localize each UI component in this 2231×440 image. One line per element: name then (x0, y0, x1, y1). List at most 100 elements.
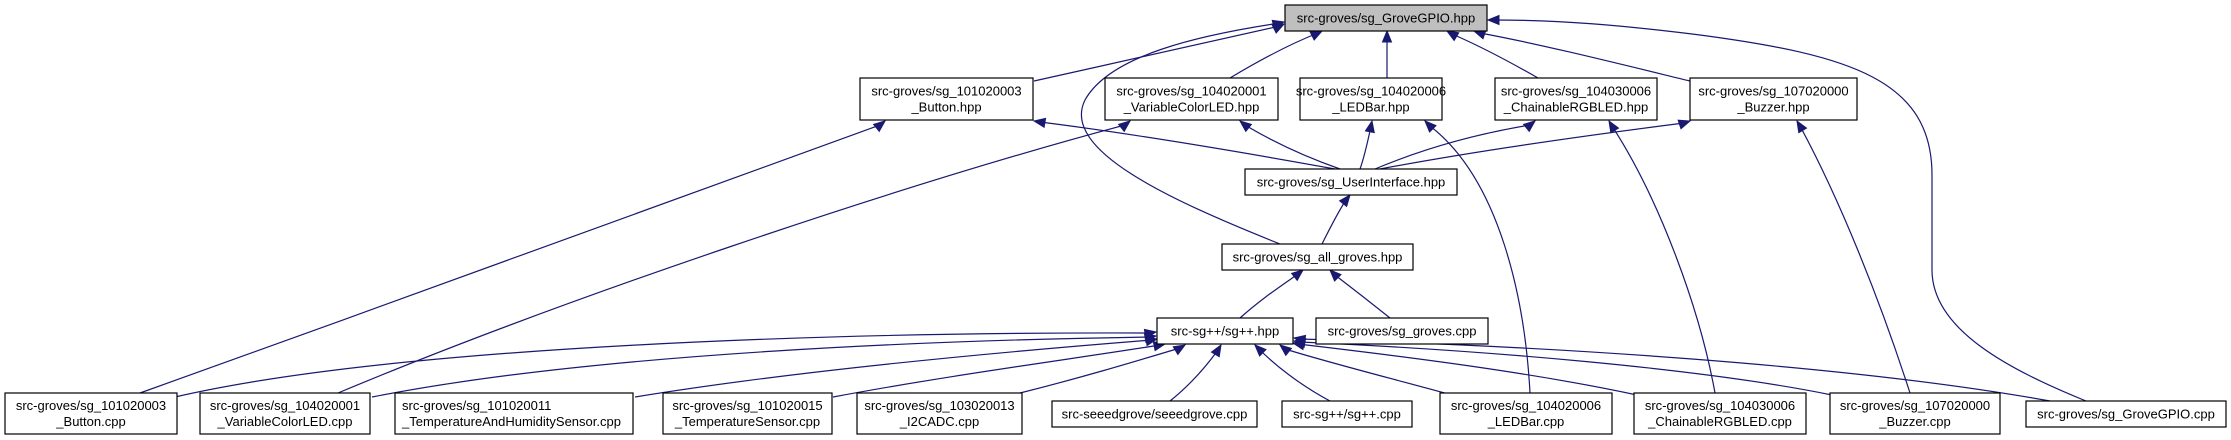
node-box (1221, 243, 1414, 271)
edge-ui_hpp-to-button_hpp (1032, 117, 1336, 170)
edge-line (1229, 32, 1319, 79)
node-label: src-sg++/sg++.cpp (1293, 407, 1401, 422)
edge-gpio_cpp-to-sgpp_hpp (1292, 334, 2051, 402)
node-box (1633, 392, 1807, 435)
node-box (199, 392, 371, 435)
node-label: src-groves/sg_103020013 (864, 398, 1014, 413)
edge-line (1080, 22, 1281, 245)
node-label: src-groves/sg_101020011 (402, 398, 551, 413)
node-box (1281, 400, 1413, 428)
edge-ledbar_cpp-to-ledbar_hpp (1424, 120, 1531, 394)
node-box (1051, 400, 1258, 428)
arrowhead-icon (1290, 269, 1305, 282)
node-button-cpp[interactable]: src-groves/sg_101020003_Button.cpp (4, 392, 178, 435)
node-label: src-groves/sg_GroveGPIO.cpp (2037, 407, 2215, 422)
node-groves-cpp[interactable]: src-groves/sg_groves.cpp (1315, 317, 1489, 345)
nodes-layer: src-groves/sg_GroveGPIO.hpp src-groves/sg… (4, 4, 2227, 435)
edge-line (1297, 343, 1638, 396)
node-label: _Button.cpp (55, 414, 125, 429)
arrowhead-icon (1486, 14, 1500, 26)
edge-crgb_cpp-to-crgb_hpp (1608, 119, 1716, 394)
node-label: src-groves/sg_101020003 (871, 84, 1021, 99)
node-label: _Buzzer.cpp (1878, 414, 1951, 429)
node-sgpp-cpp[interactable]: src-sg++/sg++.cpp (1281, 400, 1413, 428)
arrowhead-icon (1329, 269, 1342, 282)
arrowhead-icon (1424, 120, 1437, 133)
edge-ui_hpp-to-buzzer_hpp (1379, 119, 1692, 170)
arrowhead-icon (1445, 30, 1460, 42)
node-label: _ChainableRGBLED.hpp (1503, 100, 1649, 115)
edge-line (1374, 124, 1531, 170)
arrowhead-icon (1338, 193, 1351, 208)
edge-line (371, 336, 1151, 398)
edge-line (832, 344, 1161, 398)
edge-i2cadc_cpp-to-sgpp_hpp (1019, 344, 1187, 394)
arrowhead-icon (1144, 336, 1159, 347)
node-label: _TemperatureAndHumiditySensor.cpp (401, 414, 621, 429)
edge-line (1492, 19, 2087, 402)
node-label: _LEDBar.hpp (1331, 100, 1409, 115)
node-box (1299, 77, 1443, 121)
node-i2cadc-cpp[interactable]: src-groves/sg_103020013_I2CADC.cpp (856, 392, 1023, 435)
edge-line (1019, 347, 1181, 394)
node-box (1829, 392, 2001, 435)
node-ui-hpp[interactable]: src-groves/sg_UserInterface.hpp (1244, 168, 1458, 196)
node-label: src-groves/sg_all_groves.hpp (1233, 250, 1403, 265)
node-label: src-groves/sg_107020000 (1840, 398, 1990, 413)
node-label: src-groves/sg_UserInterface.hpp (1257, 175, 1446, 190)
arrowhead-icon (1608, 119, 1620, 134)
edge-line (1244, 124, 1341, 170)
edge-ledbar_hpp-to-root (1381, 29, 1393, 78)
node-box (1439, 392, 1613, 435)
edge-buzzer_cpp-to-buzzer_hpp (1796, 119, 1911, 394)
node-buzzer-hpp[interactable]: src-groves/sg_107020000_Buzzer.hpp (1689, 77, 1858, 121)
node-button-hpp[interactable]: src-groves/sg_101020003_Button.hpp (859, 77, 1034, 121)
node-seeed-cpp[interactable]: src-seeedgrove/seeedgrove.cpp (1051, 400, 1258, 428)
node-box (1315, 317, 1489, 345)
node-root[interactable]: src-groves/sg_GroveGPIO.hpp (1284, 4, 1488, 32)
arrowhead-icon (1677, 119, 1692, 130)
edge-line (1451, 33, 1539, 79)
arrowhead-icon (1172, 344, 1187, 356)
node-temp-cpp[interactable]: src-groves/sg_101020015_TemperatureSenso… (662, 392, 833, 435)
node-crgb-hpp[interactable]: src-groves/sg_104030006_ChainableRGBLED.… (1494, 77, 1658, 121)
node-box (662, 392, 833, 435)
node-label: src-seeedgrove/seeedgrove.cpp (1062, 407, 1248, 422)
edge-button_hpp-to-root (1033, 23, 1286, 82)
node-label: src-groves/sg_groves.cpp (1328, 324, 1477, 339)
edge-line (1033, 25, 1281, 82)
arrowhead-icon (1278, 344, 1293, 357)
node-label: src-groves/sg_107020000 (1698, 84, 1848, 99)
node-label: src-groves/sg_101020003 (16, 398, 166, 413)
arrowhead-icon (1254, 344, 1267, 357)
node-ledbar-cpp[interactable]: src-groves/sg_104020006_LEDBar.cpp (1439, 392, 1613, 435)
node-label: _I2CADC.cpp (899, 414, 979, 429)
node-crgb-cpp[interactable]: src-groves/sg_104030006_ChainableRGBLED.… (1633, 392, 1807, 435)
arrowhead-icon (1238, 120, 1253, 133)
node-box (4, 392, 178, 435)
edge-gpio_cpp-to-root (1486, 14, 2087, 402)
node-box (859, 77, 1034, 121)
node-box (1156, 317, 1294, 345)
node-vcled-hpp[interactable]: src-groves/sg_104020001_VariableColorLED… (1104, 77, 1279, 121)
edge-crgb_cpp-to-sgpp_hpp (1291, 340, 1638, 396)
arrowhead-icon (1210, 343, 1222, 358)
node-box (2025, 400, 2227, 428)
node-label: src-groves/sg_104030006 (1501, 84, 1651, 99)
node-box (1494, 77, 1658, 121)
edge-groves_cpp-to-allgroves_hpp (1329, 269, 1391, 319)
node-label: src-groves/sg_104020001 (210, 398, 360, 413)
node-sgpp-hpp[interactable]: src-sg++/sg++.hpp (1156, 317, 1294, 345)
node-temphum-cpp[interactable]: src-groves/sg_101020011_TemperatureAndHu… (394, 392, 634, 435)
node-vcled-cpp[interactable]: src-groves/sg_104020001_VariableColorLED… (199, 392, 371, 435)
node-box (856, 392, 1023, 435)
edge-button_cpp-to-button_hpp (139, 120, 887, 394)
edge-line (1321, 199, 1347, 245)
node-gpio-cpp[interactable]: src-groves/sg_GroveGPIO.cpp (2025, 400, 2227, 428)
node-ledbar-hpp[interactable]: src-groves/sg_104020006_LEDBar.hpp (1296, 77, 1446, 121)
node-buzzer-cpp[interactable]: src-groves/sg_107020000_Buzzer.cpp (1829, 392, 2001, 435)
edge-line (1284, 348, 1453, 396)
node-allgroves-hpp[interactable]: src-groves/sg_all_groves.hpp (1221, 243, 1414, 271)
edge-temp_cpp-to-sgpp_hpp (832, 341, 1167, 398)
